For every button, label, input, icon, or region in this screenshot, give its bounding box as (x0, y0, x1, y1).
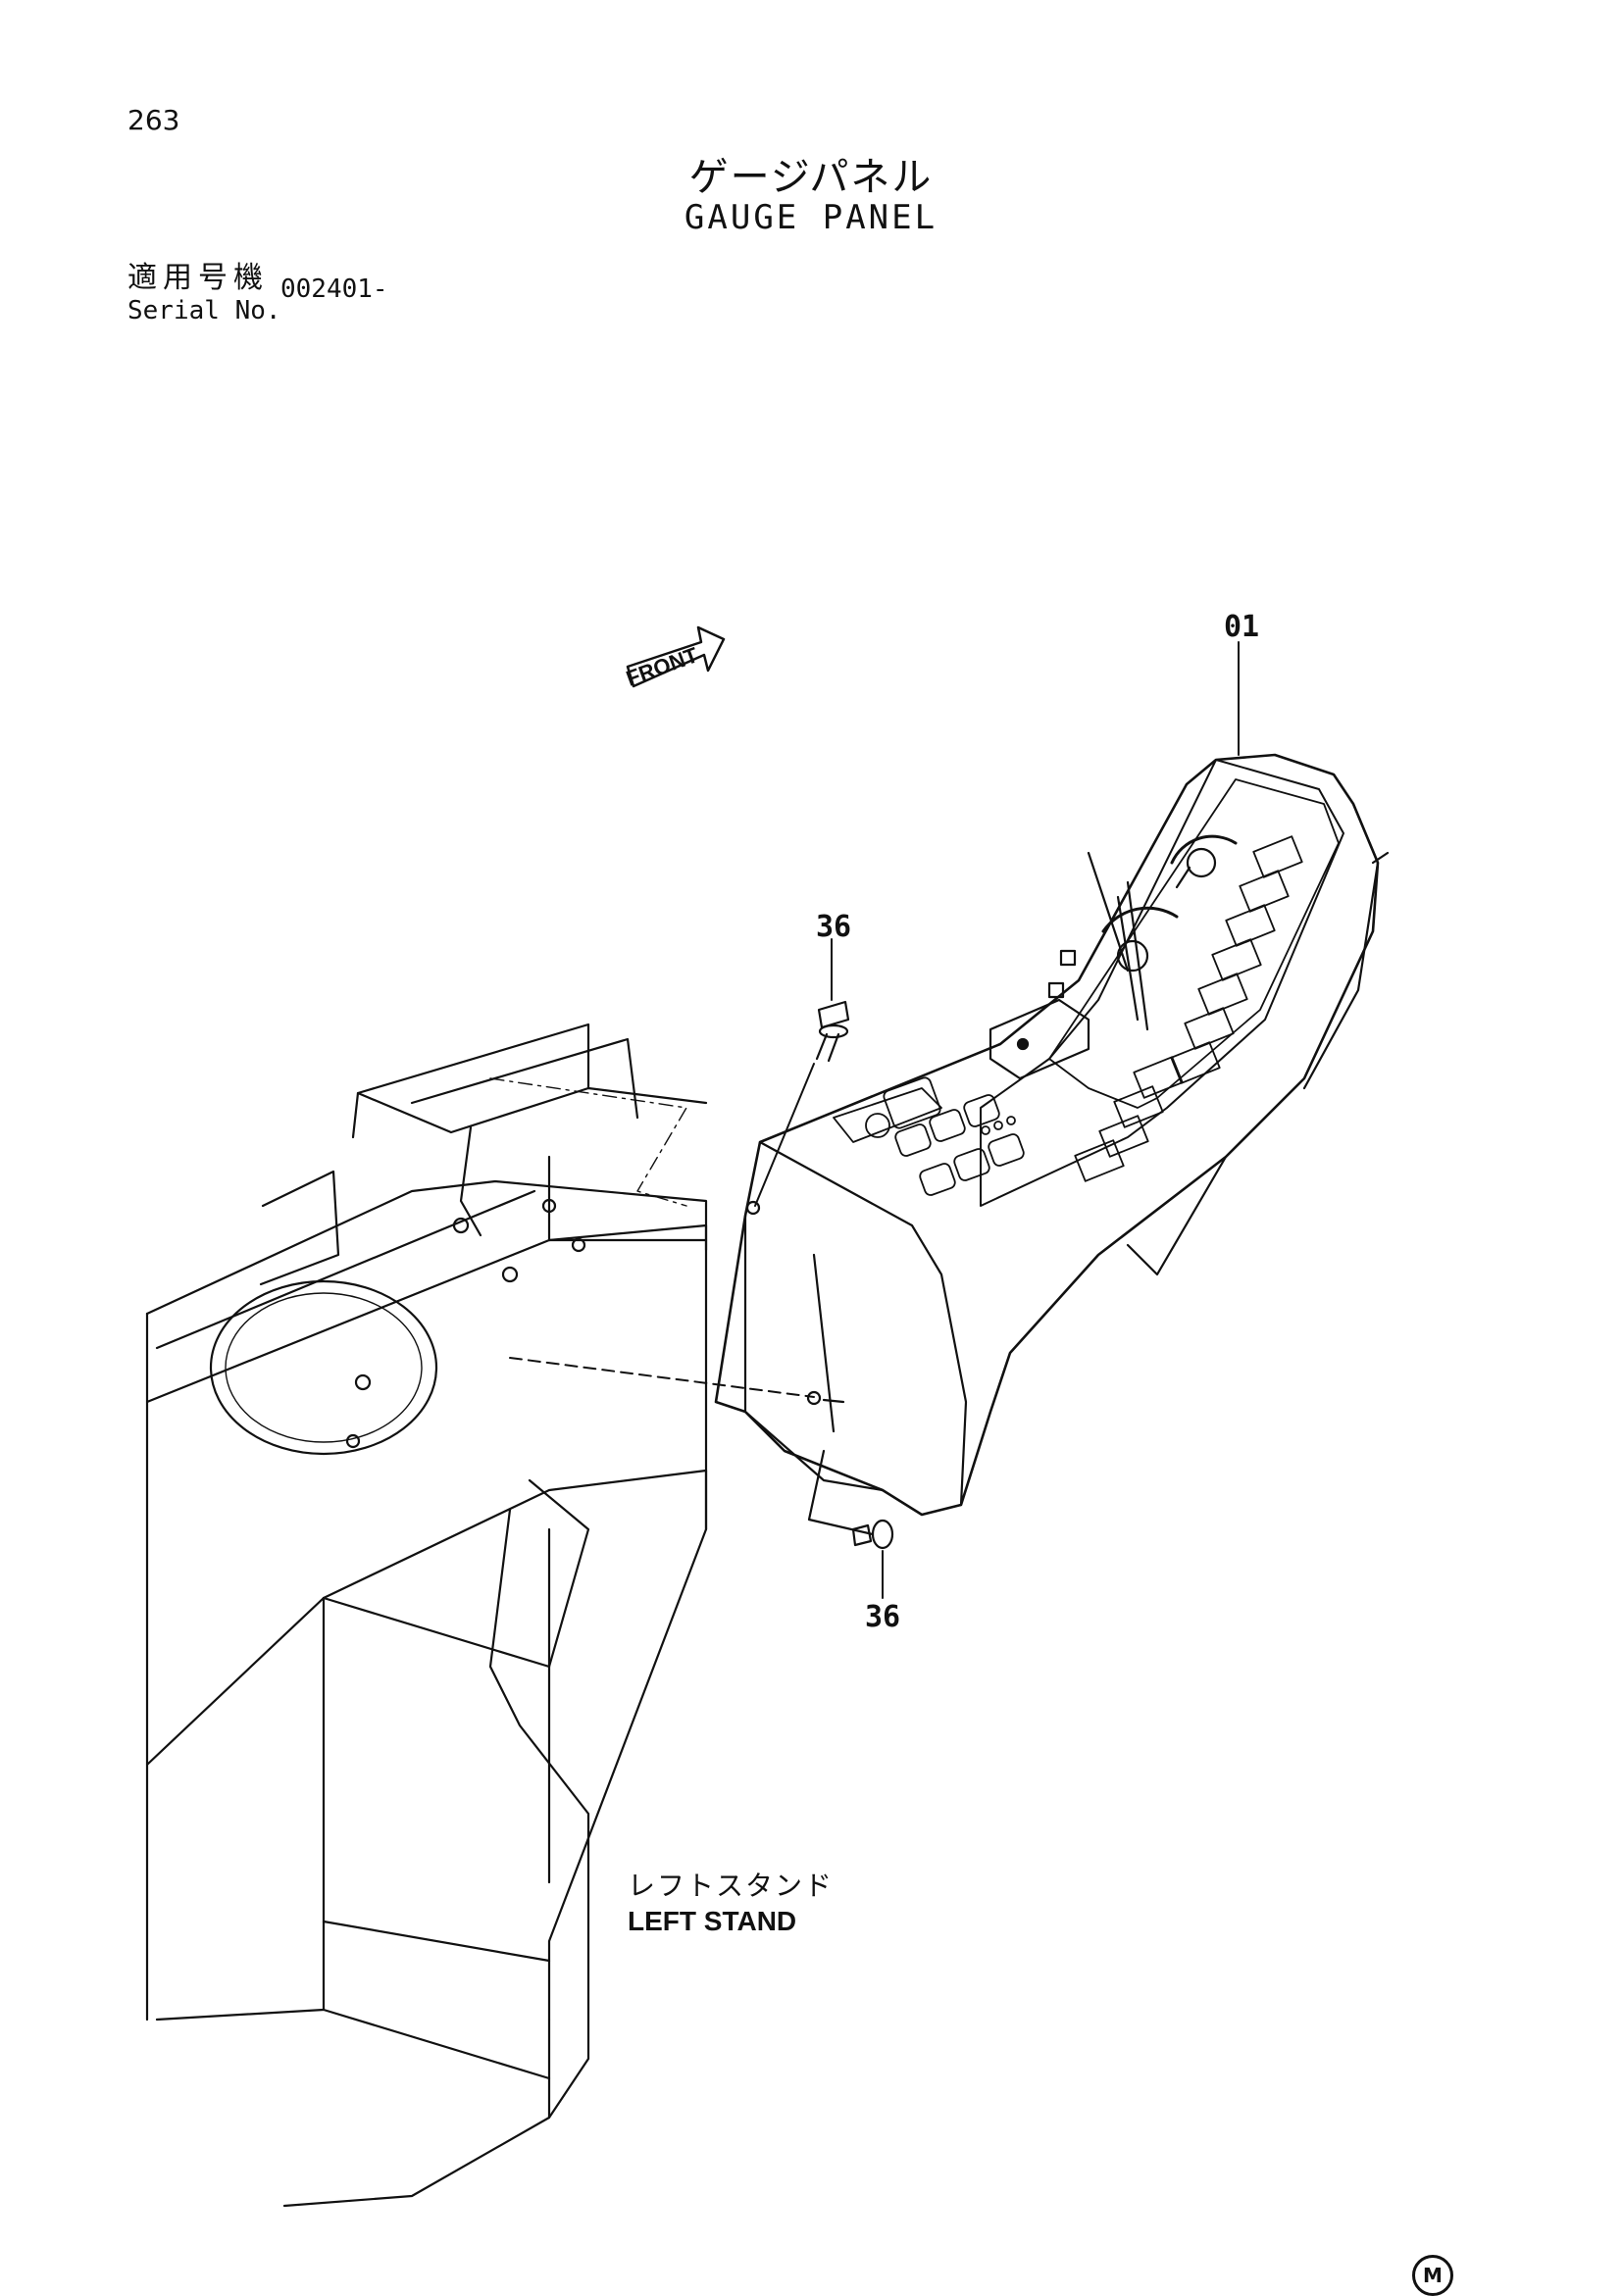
gauge-panel (714, 753, 1390, 1517)
serial-label: Serial No. (127, 296, 281, 325)
serial-label-japanese: 適用号機 (127, 261, 269, 295)
callout-part-36-bottom: 36 (865, 1600, 901, 1634)
front-arrow: FRONT (623, 625, 726, 691)
page-title-japanese: ゲージパネル (688, 155, 934, 200)
left-stand-label: LEFT STAND (628, 1906, 797, 1936)
left-stand-frame (145, 1023, 708, 2208)
circled-m-mark: M (1412, 2255, 1453, 2296)
callout-part-01: 01 (1224, 610, 1260, 644)
serial-number: 002401- (280, 275, 388, 304)
left-stand-label-japanese: レフトスタンド (628, 1870, 835, 1902)
page-number: 263 (127, 104, 180, 136)
front-label: FRONT (623, 642, 701, 691)
bolt-bottom (509, 1357, 894, 1599)
callout-part-36-top: 36 (816, 910, 852, 944)
page-title: GAUGE PANEL (684, 198, 938, 237)
bolt-top (745, 938, 850, 1216)
